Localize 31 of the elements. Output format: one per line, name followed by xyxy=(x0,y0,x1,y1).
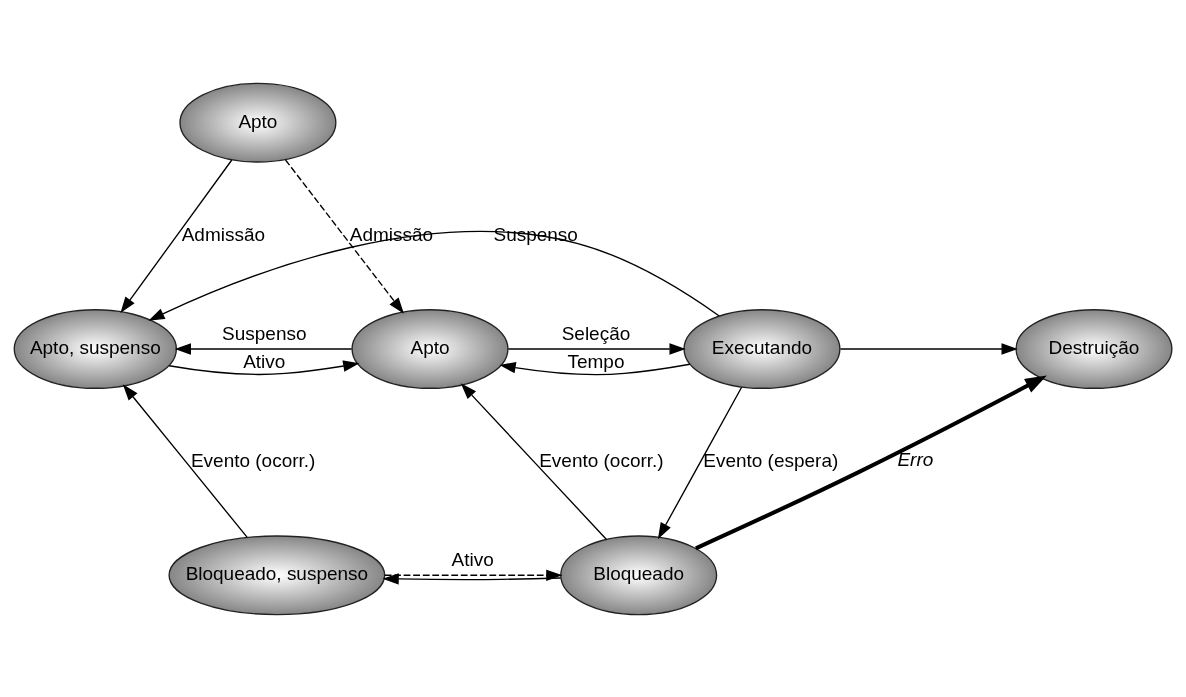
edge-label: Ativo xyxy=(243,350,286,372)
edge-label: Evento (espera) xyxy=(703,449,839,471)
edge-label: Admissão xyxy=(349,223,434,245)
arrow xyxy=(507,342,686,355)
node-ellipse: Apto xyxy=(351,308,509,389)
arrow xyxy=(460,382,608,540)
arrow xyxy=(839,342,1018,355)
arrow xyxy=(384,569,563,581)
node-ellipse: Bloqueado xyxy=(560,534,718,615)
edge-label: Evento (ocorr.) xyxy=(190,449,316,471)
arrow xyxy=(499,361,691,375)
arrow xyxy=(148,230,720,321)
arrow xyxy=(168,359,360,375)
arrow xyxy=(284,158,404,314)
edge-label: Suspenso xyxy=(222,322,307,344)
edge-label: Evento (ocorr.) xyxy=(539,449,664,471)
node-ellipse: Apto xyxy=(179,82,337,163)
edge-label: Admissão xyxy=(181,223,266,245)
node-ellipse: Executando xyxy=(683,308,841,389)
arrow xyxy=(657,386,743,539)
edge-label: Ativo xyxy=(451,548,494,570)
node-ellipse: Destruição xyxy=(1015,308,1173,389)
arrow xyxy=(695,375,1047,550)
arrow xyxy=(174,342,353,355)
arrow xyxy=(382,572,562,585)
arrow xyxy=(122,383,248,538)
arrow xyxy=(120,158,233,313)
edge-label: Erro xyxy=(897,448,934,470)
node-ellipse: Bloqueado, suspenso xyxy=(168,534,386,615)
edge-label: Seleção xyxy=(561,322,631,344)
edge-label: Tempo xyxy=(567,350,625,372)
